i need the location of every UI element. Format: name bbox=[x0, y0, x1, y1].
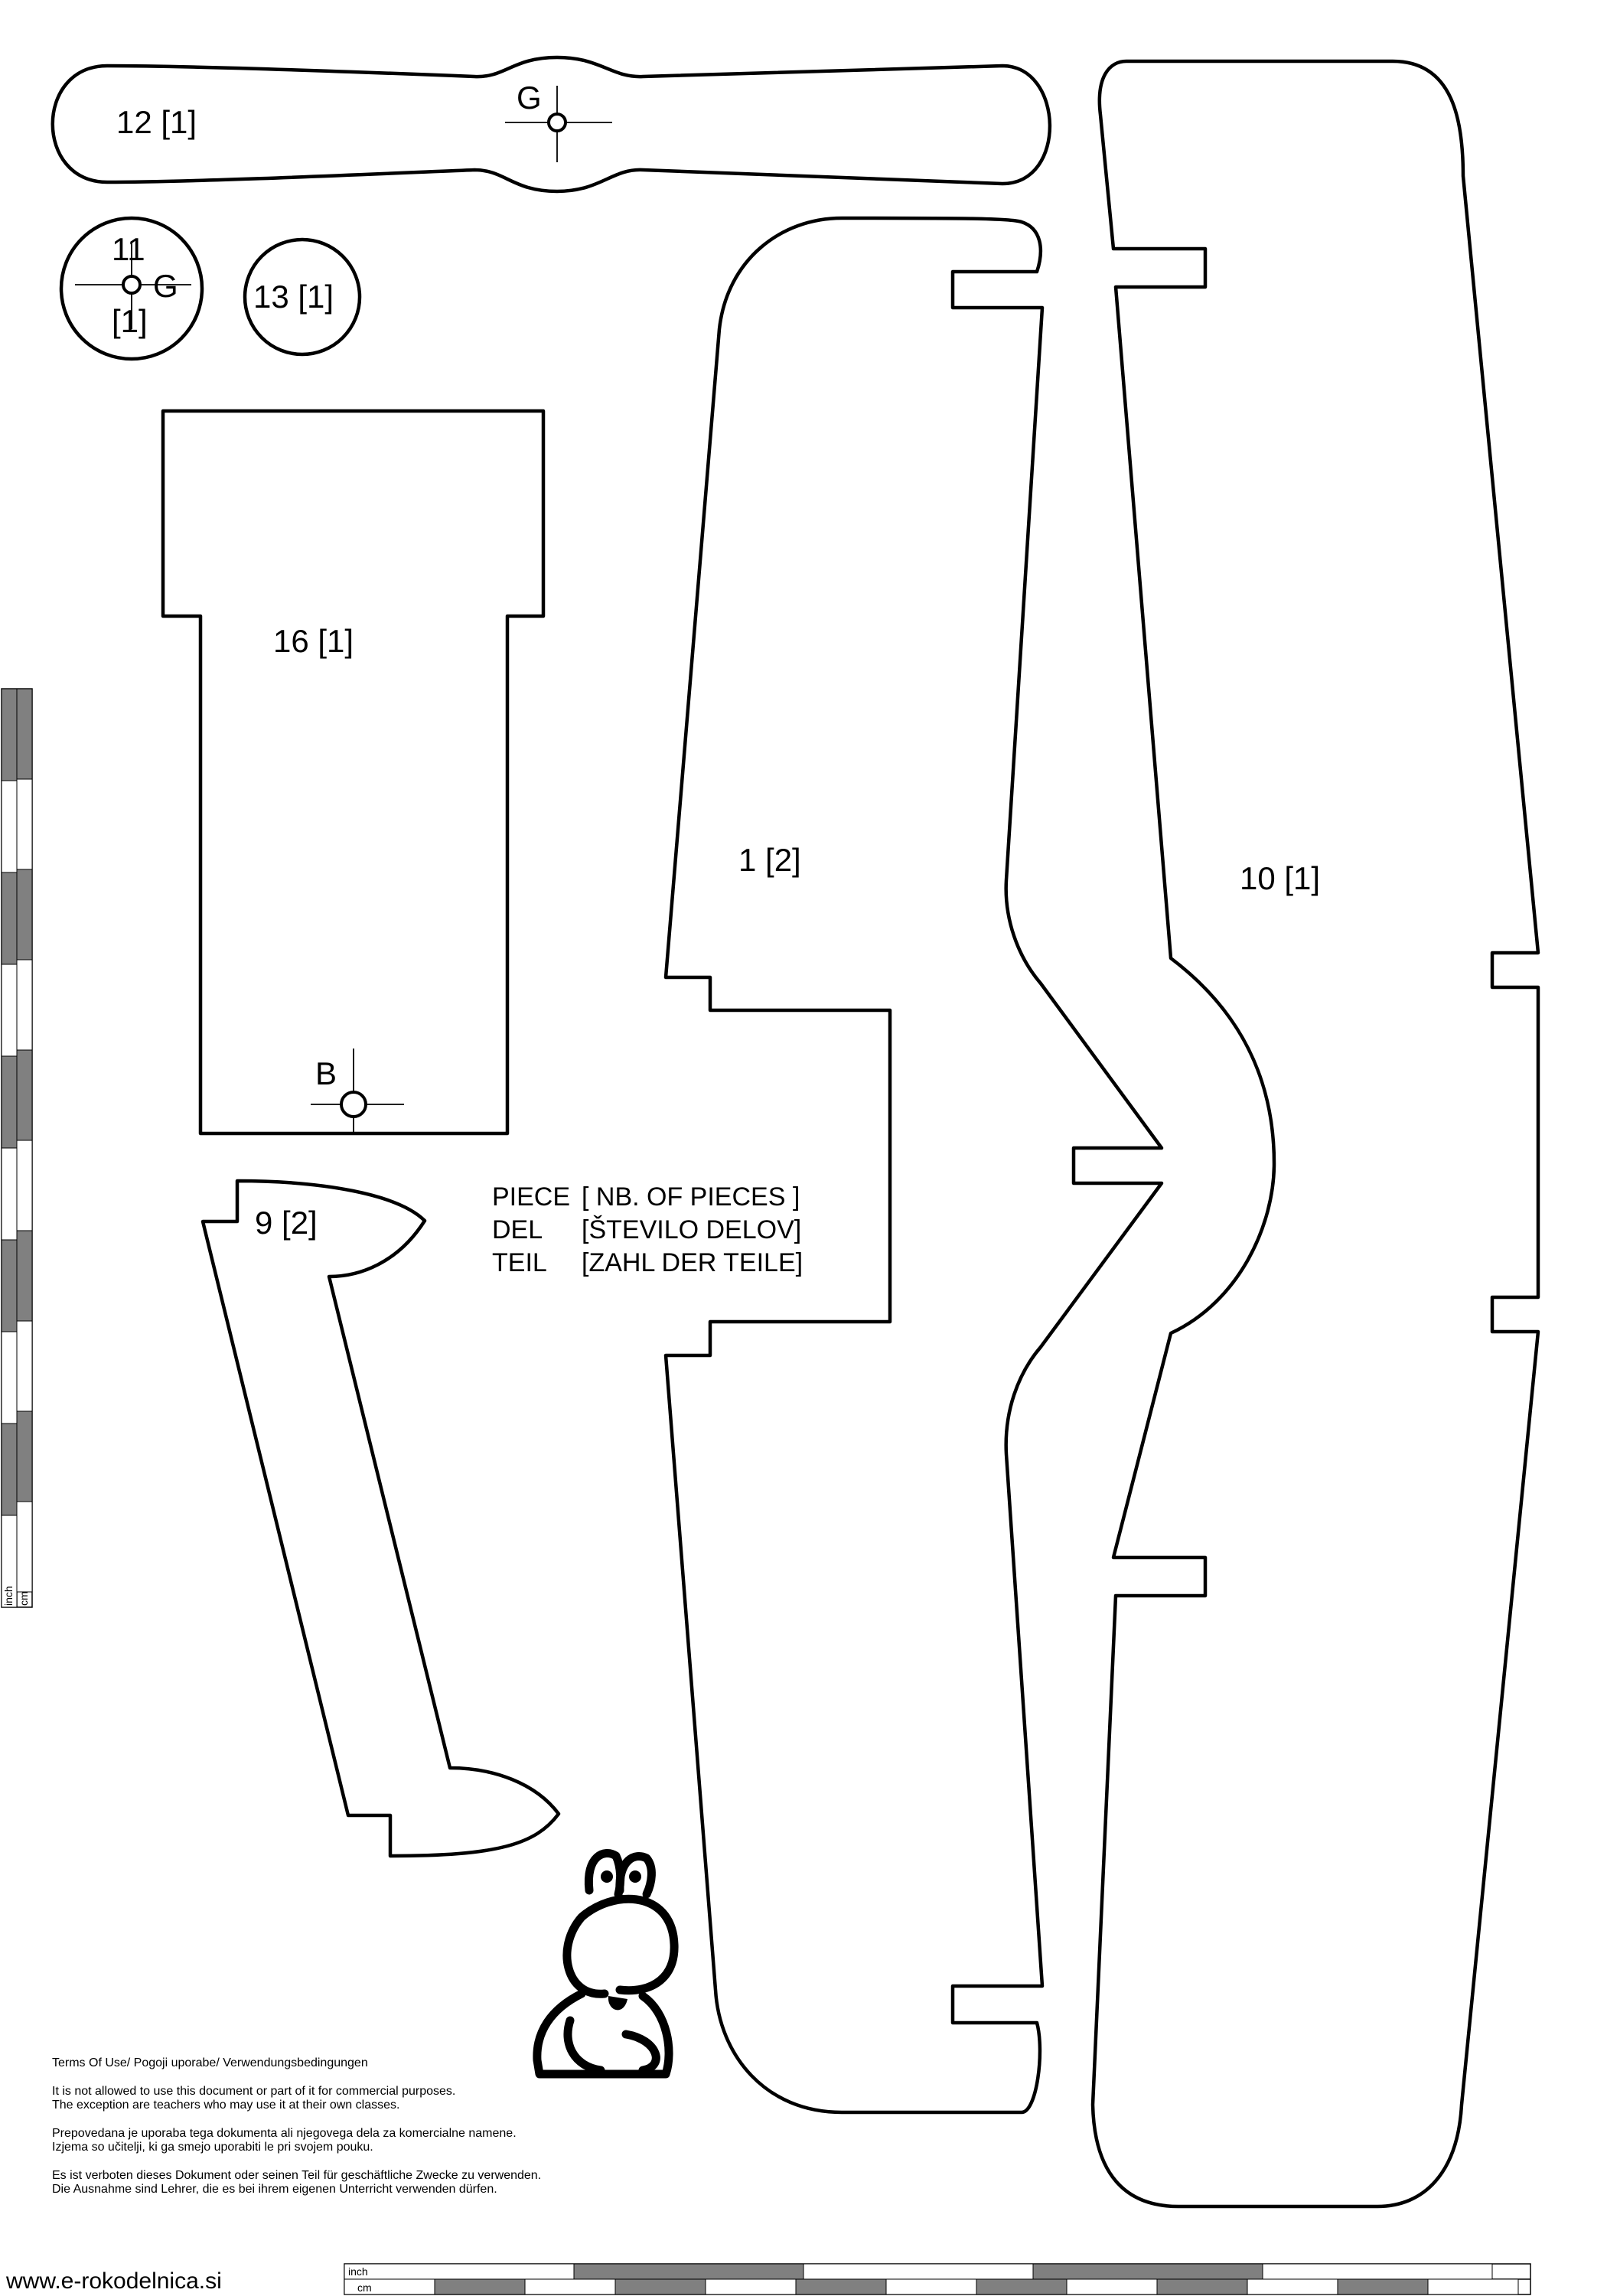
ruler-cm-segment bbox=[16, 1230, 33, 1322]
ruler-inch-segment bbox=[1, 1239, 18, 1332]
piece-11-number: 11 bbox=[112, 231, 145, 267]
legend-del-word: DEL bbox=[492, 1215, 543, 1244]
piece-12-label: 12 [1] bbox=[116, 104, 197, 140]
ruler-cm-label: cm bbox=[18, 1591, 30, 1606]
drill-hole-marker bbox=[340, 1091, 367, 1118]
terms-de-line-2: Die Ausnahme sind Lehrer, die es bei ihr… bbox=[52, 2183, 497, 2196]
ruler-cm-segment bbox=[16, 1320, 33, 1412]
ruler-cm-segment bbox=[16, 1049, 33, 1141]
ruler-cm-segment bbox=[16, 959, 33, 1051]
ruler-inch-segment bbox=[1, 1147, 18, 1241]
terms-de-line-1: Es ist verboten dieses Dokument oder sei… bbox=[52, 2169, 541, 2182]
ruler-cm-segment bbox=[1247, 2278, 1338, 2295]
ruler-inch-segment bbox=[1, 1055, 18, 1149]
piece-9-strut: 9 [2] bbox=[200, 1179, 561, 1858]
ruler-inch-segment bbox=[1, 688, 18, 781]
legend-piece-word: PIECE bbox=[492, 1182, 570, 1212]
terms-sl-line-1: Prepovedana je uporaba tega dokumenta al… bbox=[52, 2127, 517, 2140]
ruler-cm-segment bbox=[16, 1411, 33, 1502]
ruler-inch-segment bbox=[1, 872, 18, 965]
piece-1-label: 1 [2] bbox=[738, 842, 801, 878]
terms-sl-line-2: Izjema so učitelji, ki ga smejo uporabit… bbox=[52, 2141, 373, 2154]
terms-of-use: Terms Of Use/ Pogoji uporabe/ Verwendung… bbox=[52, 2056, 541, 2196]
piece-13-outline bbox=[243, 237, 362, 357]
ruler-inch-segment bbox=[344, 2263, 575, 2280]
ruler-cm-segment bbox=[1156, 2278, 1248, 2295]
piece-12-propeller: 12 [1] G bbox=[51, 55, 1052, 194]
piece-10-outline bbox=[1090, 59, 1540, 2209]
ruler-cm-segment bbox=[16, 778, 33, 870]
piece-13-disc: 13 [1] bbox=[243, 237, 362, 357]
piece-16-label: 16 [1] bbox=[273, 623, 354, 659]
ruler-cm-segment bbox=[976, 2278, 1068, 2295]
ruler-inch-segment bbox=[803, 2263, 1034, 2280]
ruler-inch-segment bbox=[1032, 2263, 1263, 2280]
drill-mark-g-label: G bbox=[517, 80, 542, 116]
piece-16-outline bbox=[161, 409, 546, 1136]
frog-eye bbox=[601, 1870, 613, 1883]
piece-10-label: 10 [1] bbox=[1240, 860, 1320, 896]
terms-en-line-2: The exception are teachers who may use i… bbox=[52, 2099, 399, 2112]
ruler-inch-label: inch bbox=[348, 2265, 368, 2278]
piece-16-fuselage-plate: 16 [1] B bbox=[161, 409, 546, 1136]
ruler-cm-segment bbox=[1337, 2278, 1429, 2295]
legend-del-count: [ŠTEVILO DELOV] bbox=[582, 1215, 801, 1244]
piece-11-quantity: [1] bbox=[112, 303, 148, 339]
ruler-cm-segment bbox=[614, 2278, 706, 2295]
ruler-inch-segment bbox=[1, 964, 18, 1057]
ruler-inch-segment bbox=[1, 780, 18, 873]
piece-1-outline bbox=[663, 216, 1164, 2115]
ruler-cm-segment bbox=[795, 2278, 887, 2295]
ruler-cm-segment bbox=[16, 1501, 33, 1593]
frog-logo-icon bbox=[533, 1849, 679, 2079]
legend-teil-word: TEIL bbox=[492, 1248, 547, 1277]
piece-11-wheel: 11 [1] G bbox=[59, 216, 204, 361]
ruler-cm-segment bbox=[705, 2278, 797, 2295]
terms-en-line-1: It is not allowed to use this document o… bbox=[52, 2085, 455, 2098]
ruler-inch-segment bbox=[573, 2263, 804, 2280]
ruler-cm-segment bbox=[1427, 2278, 1519, 2295]
drill-mark-g-label: G bbox=[153, 268, 178, 304]
legend-teil-count: [ZAHL DER TEILE] bbox=[582, 1248, 803, 1277]
ruler-inch-segment bbox=[1, 1423, 18, 1516]
ruler-cm-label: cm bbox=[357, 2281, 372, 2294]
piece-9-outline bbox=[200, 1179, 561, 1858]
piece-13-label: 13 [1] bbox=[253, 279, 334, 315]
ruler-horizontal: inch cm bbox=[344, 2263, 1531, 2295]
ruler-inch-segment bbox=[1, 1331, 18, 1424]
ruler-cm-segment bbox=[16, 1140, 33, 1231]
frog-eye bbox=[629, 1870, 641, 1883]
ruler-cm-segment bbox=[434, 2278, 526, 2295]
ruler-inch-label: inch bbox=[2, 1586, 15, 1606]
website-url: www.e-rokodelnica.si bbox=[5, 2268, 222, 2294]
frog-tongue bbox=[608, 1996, 627, 2011]
legend: PIECE [ NB. OF PIECES ] DEL [ŠTEVILO DEL… bbox=[492, 1182, 803, 1277]
piece-1-lower-wing: 1 [2] bbox=[663, 216, 1164, 2115]
legend-piece-count: [ NB. OF PIECES ] bbox=[582, 1182, 800, 1212]
ruler-cm-segment bbox=[524, 2278, 616, 2295]
ruler-cm-segment bbox=[16, 869, 33, 960]
ruler-inch-segment bbox=[1262, 2263, 1493, 2280]
ruler-cm-segment bbox=[16, 688, 33, 780]
piece-10-upper-wing: 10 [1] bbox=[1090, 59, 1540, 2209]
ruler-cm-segment bbox=[885, 2278, 977, 2295]
ruler-cm-segment bbox=[1066, 2278, 1158, 2295]
terms-title: Terms Of Use/ Pogoji uporabe/ Verwendung… bbox=[52, 2056, 368, 2069]
drill-hole-marker bbox=[547, 113, 567, 132]
drill-hole-marker bbox=[122, 275, 142, 295]
drill-mark-b-label: B bbox=[315, 1055, 337, 1091]
piece-9-label: 9 [2] bbox=[255, 1205, 318, 1241]
